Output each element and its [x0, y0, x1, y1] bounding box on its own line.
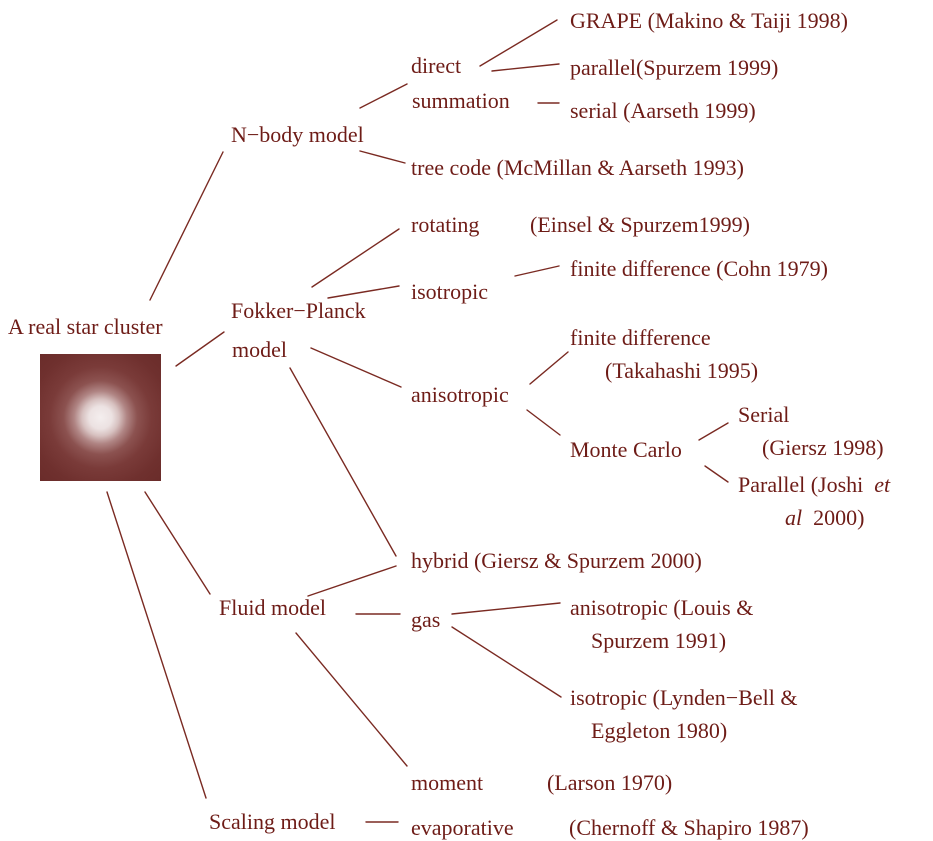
gas-label: gas: [411, 607, 441, 632]
link-gas-aniso: [451, 602, 561, 615]
anisotropic-label: anisotropic: [411, 382, 509, 407]
link-root-nbody: [149, 151, 224, 301]
grape-label: GRAPE (Makino & Taiji 1998): [570, 8, 848, 33]
link-root-scaling: [106, 491, 207, 799]
link-fp-isotropic: [327, 285, 400, 299]
root-label: A real star cluster: [8, 314, 163, 339]
monte-carlo-label: Monte Carlo: [570, 437, 682, 462]
gas-anisotropic-label-line1: anisotropic (Louis &: [570, 595, 754, 620]
serial-label: serial (Aarseth 1999): [570, 98, 756, 123]
link-fluid-moment: [295, 632, 408, 767]
gas-anisotropic-label-line2: Spurzem 1991): [591, 628, 727, 653]
isotropic-label: isotropic: [411, 279, 488, 304]
link-fp-anisotropic: [310, 347, 402, 388]
mc-parallel-year: 2000): [813, 505, 865, 530]
evaporative-ref: (Chernoff & Shapiro 1987): [569, 815, 809, 840]
fluid-model-label: Fluid model: [219, 595, 326, 620]
mc-parallel-label-line1: Parallel (Joshi et: [738, 472, 890, 498]
hybrid-label: hybrid (Giersz & Spurzem 2000): [411, 548, 702, 573]
direct-summation-label-line2: summation: [412, 88, 510, 113]
mc-parallel-label-line2: al 2000): [785, 505, 864, 531]
mc-parallel-text: Parallel (Joshi: [738, 472, 864, 497]
link-gas-iso: [451, 626, 562, 698]
gas-isotropic-label-line2: Eggleton 1980): [591, 718, 728, 743]
link-direct-grape: [479, 19, 558, 67]
link-fp-hybrid: [289, 367, 397, 557]
link-root-fp: [175, 331, 225, 367]
link-mc-serial: [698, 422, 729, 441]
fokker-planck-label-line1: Fokker−Planck: [231, 298, 366, 323]
rotating-ref: (Einsel & Spurzem1999): [530, 212, 750, 237]
mc-serial-label-line1: Serial: [738, 402, 790, 427]
gas-isotropic-label-line1: isotropic (Lynden−Bell &: [570, 685, 798, 710]
mc-parallel-et: et: [874, 472, 891, 497]
link-mc-parallel: [704, 465, 729, 483]
parallel-label: parallel(Spurzem 1999): [570, 55, 779, 80]
tree-code-label: tree code (McMillan & Aarseth 1993): [411, 155, 744, 180]
link-iso-fd: [514, 265, 560, 277]
scaling-model-label: Scaling model: [209, 809, 336, 834]
mc-parallel-al: al: [785, 505, 803, 530]
link-nbody-direct: [359, 83, 408, 109]
evaporative-label: evaporative: [411, 815, 514, 840]
fokker-planck-label-line2: model: [232, 337, 287, 362]
link-fp-rotating: [311, 228, 400, 288]
anisotropic-fd-label-line2: (Takahashi 1995): [605, 358, 759, 383]
moment-ref: (Larson 1970): [547, 770, 673, 795]
direct-summation-label-line1: direct: [411, 53, 462, 78]
moment-label: moment: [411, 770, 484, 795]
link-nbody-tree: [359, 150, 406, 164]
rotating-label: rotating: [411, 212, 480, 237]
isotropic-fd-label: finite difference (Cohn 1979): [570, 256, 829, 281]
nbody-model-label: N−body model: [231, 122, 364, 147]
link-direct-parallel: [491, 63, 560, 72]
star-cluster-image: [40, 354, 161, 481]
anisotropic-fd-label-line1: finite difference: [570, 325, 711, 350]
link-aniso-mc: [526, 409, 561, 436]
link-aniso-fd: [529, 351, 569, 385]
link-root-fluid: [144, 491, 211, 595]
mc-serial-label-line2: (Giersz 1998): [762, 435, 884, 460]
link-fluid-hybrid: [307, 565, 397, 597]
